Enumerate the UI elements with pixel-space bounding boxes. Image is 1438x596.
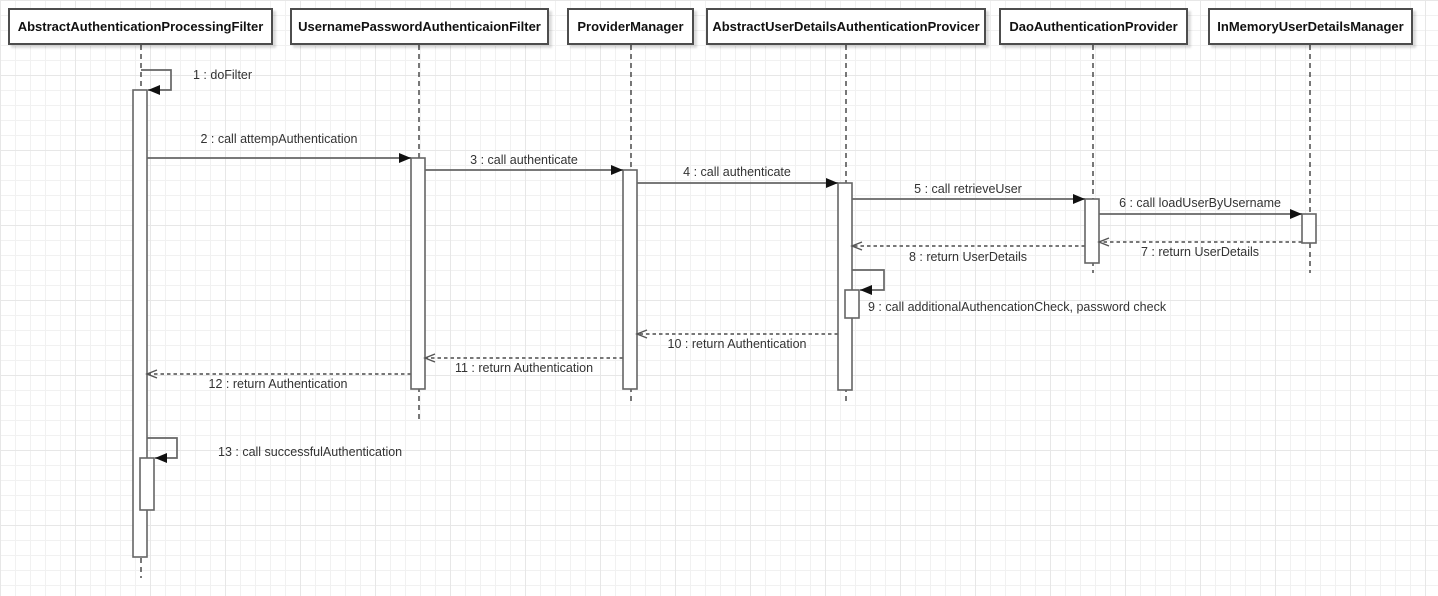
lifeline-box-3: AbstractUserDetailsAuthenticationProvice… [706, 8, 986, 45]
activation-successful-auth-nested [139, 457, 155, 511]
lifeline-label-3: AbstractUserDetailsAuthenticationProvice… [712, 19, 980, 34]
lifeline-box-1: UsernamePasswordAuthenticaionFilter [290, 8, 549, 45]
message-label-7: 7 : return UserDetails [1140, 245, 1260, 259]
lifeline-label-5: InMemoryUserDetailsManager [1217, 19, 1404, 34]
activation-dao-provider [1084, 198, 1100, 264]
message-label-1: 1 : doFilter [193, 68, 253, 82]
message-label-6: 6 : call loadUserByUsername [1119, 196, 1281, 210]
lifeline-box-5: InMemoryUserDetailsManager [1208, 8, 1413, 45]
lifeline-box-0: AbstractAuthenticationProcessingFilter [8, 8, 273, 45]
activation-provider-manager [622, 169, 638, 390]
activation-processing-filter [132, 89, 148, 558]
message-label-8: 8 : return UserDetails [908, 250, 1028, 264]
message-label-4: 4 : call authenticate [683, 165, 791, 179]
message-label-9: 9 : call additionalAuthencationCheck, pa… [868, 300, 1167, 314]
activation-usernamepassword-filter [410, 157, 426, 390]
message-label-3: 3 : call authenticate [470, 153, 578, 167]
activation-inmemory-manager [1301, 213, 1317, 244]
message-label-10: 10 : return Authentication [667, 337, 807, 351]
lifeline-label-1: UsernamePasswordAuthenticaionFilter [298, 19, 541, 34]
message-self-arrow-9 [852, 269, 885, 295]
lifeline-label-2: ProviderManager [577, 19, 684, 34]
message-label-12: 12 : return Authentication [208, 377, 348, 391]
message-label-5: 5 : call retrieveUser [914, 182, 1022, 196]
lifeline-box-4: DaoAuthenticationProvider [999, 8, 1188, 45]
activation-password-check-nested [844, 289, 860, 319]
lifeline-label-0: AbstractAuthenticationProcessingFilter [17, 19, 264, 34]
message-label-13: 13 : call successfulAuthentication [218, 445, 403, 459]
message-self-arrow-13 [147, 437, 178, 463]
activation-abstract-provider [837, 182, 853, 391]
lifeline-box-2: ProviderManager [567, 8, 694, 45]
message-label-2: 2 : call attempAuthentication [200, 132, 358, 146]
lifeline-label-4: DaoAuthenticationProvider [1009, 19, 1178, 34]
message-self-arrow-1 [141, 69, 172, 95]
message-label-11: 11 : return Authentication [454, 361, 594, 375]
